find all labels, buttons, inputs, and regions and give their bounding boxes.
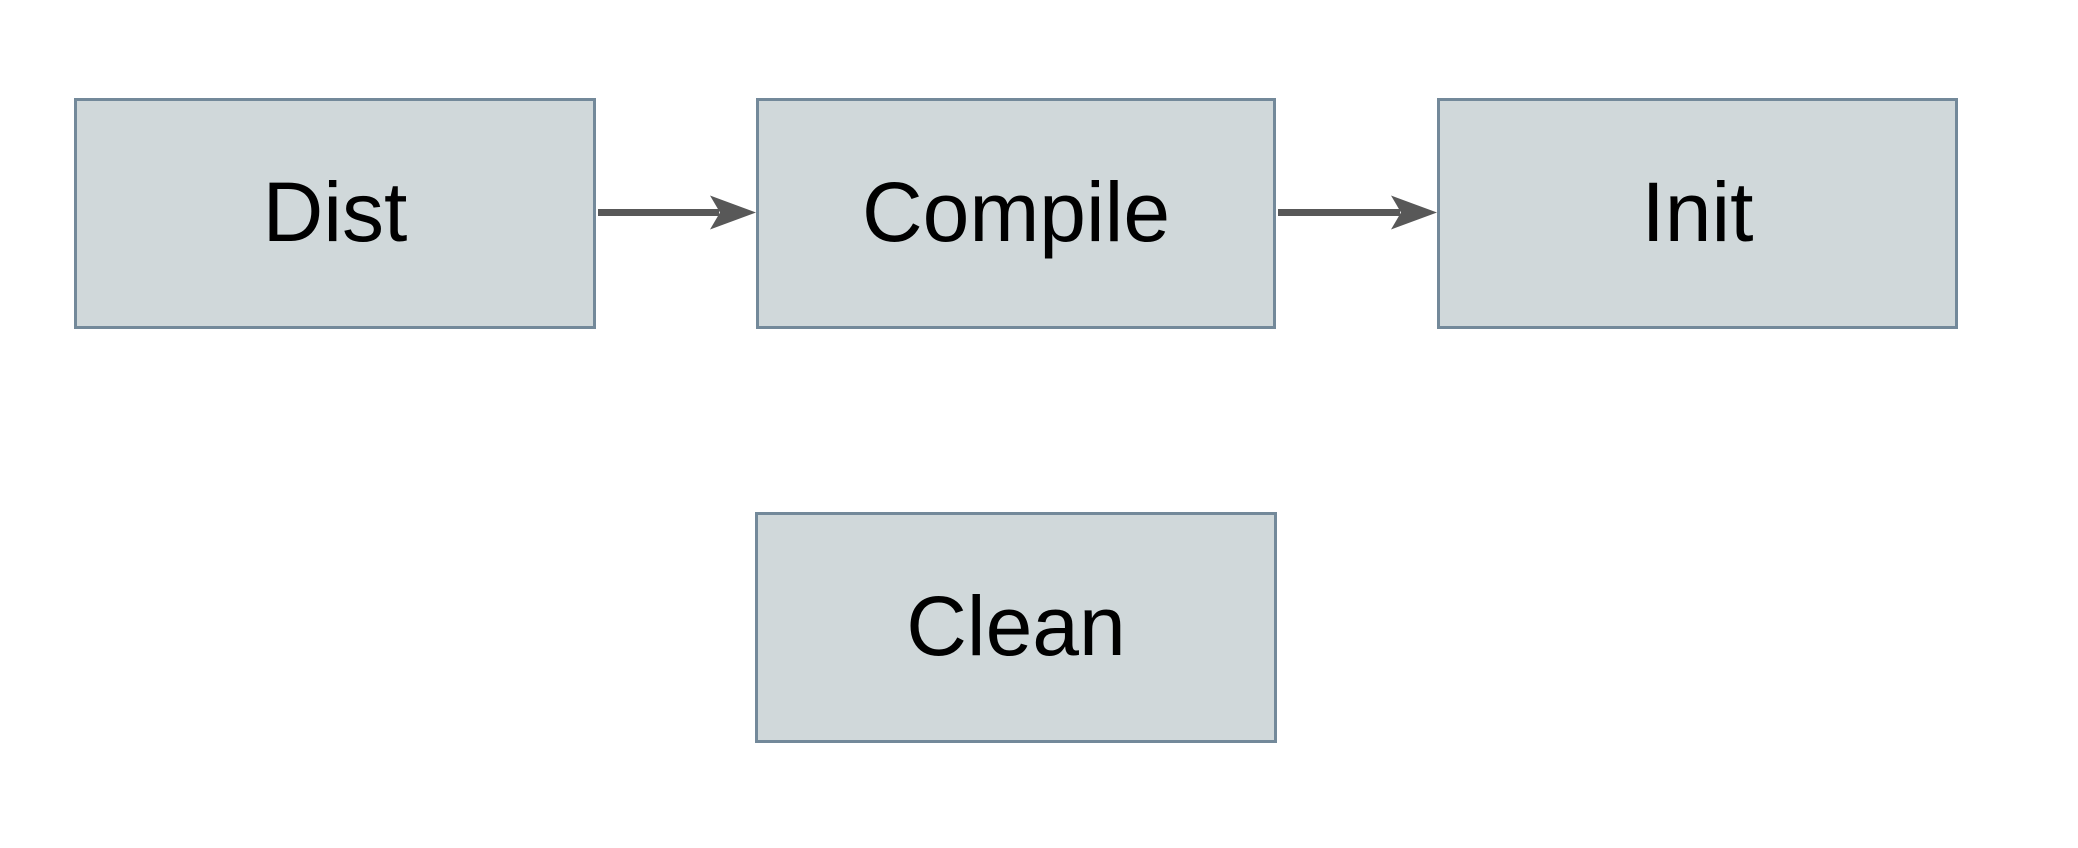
node-dist[interactable]: Dist bbox=[74, 98, 596, 329]
arrow-dist-to-compile[interactable] bbox=[598, 195, 756, 230]
node-clean-label: Clean bbox=[906, 578, 1126, 673]
node-dist-label: Dist bbox=[262, 164, 408, 259]
node-clean[interactable]: Clean bbox=[755, 512, 1277, 743]
node-init[interactable]: Init bbox=[1437, 98, 1958, 329]
node-compile-label: Compile bbox=[861, 164, 1171, 259]
node-init-label: Init bbox=[1641, 164, 1754, 259]
arrow-compile-to-init[interactable] bbox=[1278, 195, 1437, 230]
node-compile[interactable]: Compile bbox=[756, 98, 1276, 329]
